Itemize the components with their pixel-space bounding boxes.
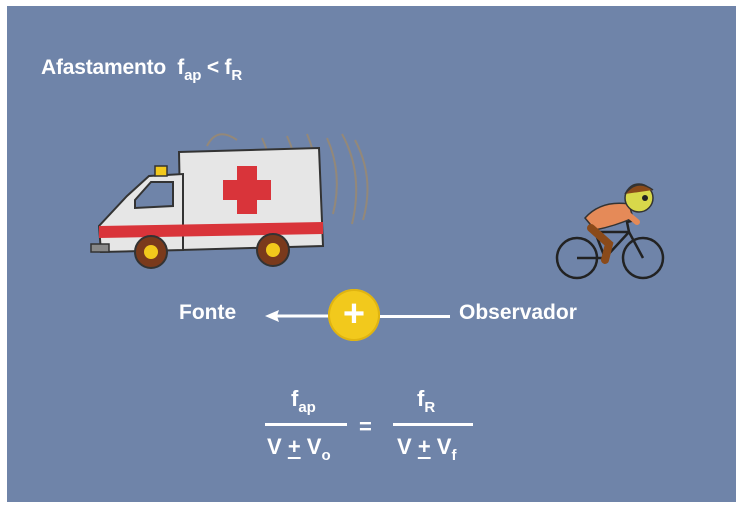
- title-operator: <: [206, 56, 219, 79]
- plus-sign-badge: +: [328, 289, 380, 341]
- left-den-v: V: [267, 434, 282, 459]
- left-den-v2: V: [306, 434, 322, 459]
- observer-line: [380, 315, 450, 318]
- left-numerator: fap: [291, 386, 316, 416]
- left-den-pm: +: [287, 434, 301, 459]
- title-f1: f: [177, 56, 185, 79]
- right-denominator: V + Vf: [397, 434, 456, 464]
- right-fraction-bar: [393, 423, 473, 426]
- title-f2: f: [224, 56, 232, 79]
- right-num-sub: R: [424, 399, 436, 416]
- title-sub1: ap: [184, 67, 202, 84]
- slide-title: Afastamento fap < fR: [41, 56, 242, 84]
- title-sub2: R: [231, 67, 242, 84]
- equals-sign: =: [359, 414, 372, 439]
- right-numerator: fR: [417, 386, 435, 416]
- left-arrow: [265, 310, 333, 322]
- right-den-v2: V: [436, 434, 452, 459]
- slide: Afastamento fap < fR: [7, 6, 736, 502]
- left-den-sub: o: [321, 447, 331, 464]
- left-num-f: f: [291, 386, 299, 411]
- fonte-label: Fonte: [179, 301, 237, 324]
- right-num-f: f: [417, 386, 425, 411]
- observador-label: Observador: [459, 301, 577, 324]
- left-fraction-bar: [265, 423, 347, 426]
- right-den-sub: f: [451, 447, 457, 464]
- ambulance-illustration: [90, 133, 369, 269]
- right-den-v: V: [397, 434, 412, 459]
- cyclist-illustration: [555, 183, 665, 280]
- title-text: Afastamento: [41, 56, 166, 79]
- left-num-sub: ap: [298, 399, 316, 416]
- left-denominator: V + Vo: [267, 434, 331, 464]
- right-den-pm: +: [417, 434, 431, 459]
